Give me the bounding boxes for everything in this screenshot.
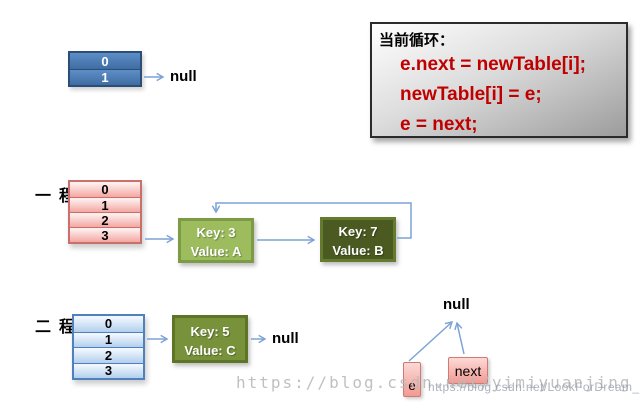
bucket-cell: 3	[74, 362, 143, 378]
bucket-cell: 0	[70, 53, 140, 69]
node-value: Value: C	[184, 343, 236, 358]
watermark-secondary: https://blog.csdn.net/LookForDream_	[428, 380, 640, 394]
bucket-cell: 1	[70, 69, 140, 85]
bucket-cell: 2	[70, 212, 140, 228]
thread2-bucket-table: 0 1 2 3	[72, 314, 145, 380]
thread1-bucket-table: 0 1 2 3	[68, 180, 142, 244]
null-label-thread2: null	[272, 330, 299, 347]
code-line-2: newTable[i] = e;	[400, 84, 542, 105]
null-label-top: null	[170, 68, 197, 85]
bucket-cell: 2	[74, 347, 143, 363]
node-key3-valueA: Key: 3 Value: A	[178, 218, 254, 263]
new-table-structure: 0 1	[68, 51, 142, 87]
bucket-cell: 0	[70, 182, 140, 197]
code-line-3: e = next;	[400, 114, 478, 135]
node-key5-valueC: Key: 5 Value: C	[172, 315, 248, 363]
pointer-next-label: next	[454, 362, 482, 379]
code-panel-title: 当前循环：	[379, 32, 455, 49]
watermark-primary: https://blog.csdn.net/yimiyuanjing	[236, 373, 632, 392]
bucket-cell: 1	[70, 197, 140, 213]
null-label-pointers: null	[443, 296, 470, 313]
node-key: Key: 7	[338, 224, 378, 239]
pointer-e-label: e	[408, 378, 416, 393]
pointer-next-box: next	[448, 357, 488, 384]
code-line-1: e.next = newTable[i];	[400, 54, 586, 75]
node-key: Key: 5	[190, 324, 230, 339]
node-value: Value: A	[190, 244, 242, 259]
bucket-cell: 3	[70, 227, 140, 243]
bucket-cell: 1	[74, 331, 143, 347]
node-key7-valueB: Key: 7 Value: B	[320, 217, 396, 262]
node-key: Key: 3	[196, 225, 236, 240]
pointer-e-box: e	[403, 362, 421, 397]
arrow-next-to-null	[454, 321, 465, 355]
bucket-cell: 0	[74, 316, 143, 332]
node-value: Value: B	[332, 243, 384, 258]
current-loop-code-panel: 当前循环： e.next = newTable[i]; newTable[i] …	[370, 22, 628, 138]
arrow-e-to-null	[408, 321, 454, 362]
